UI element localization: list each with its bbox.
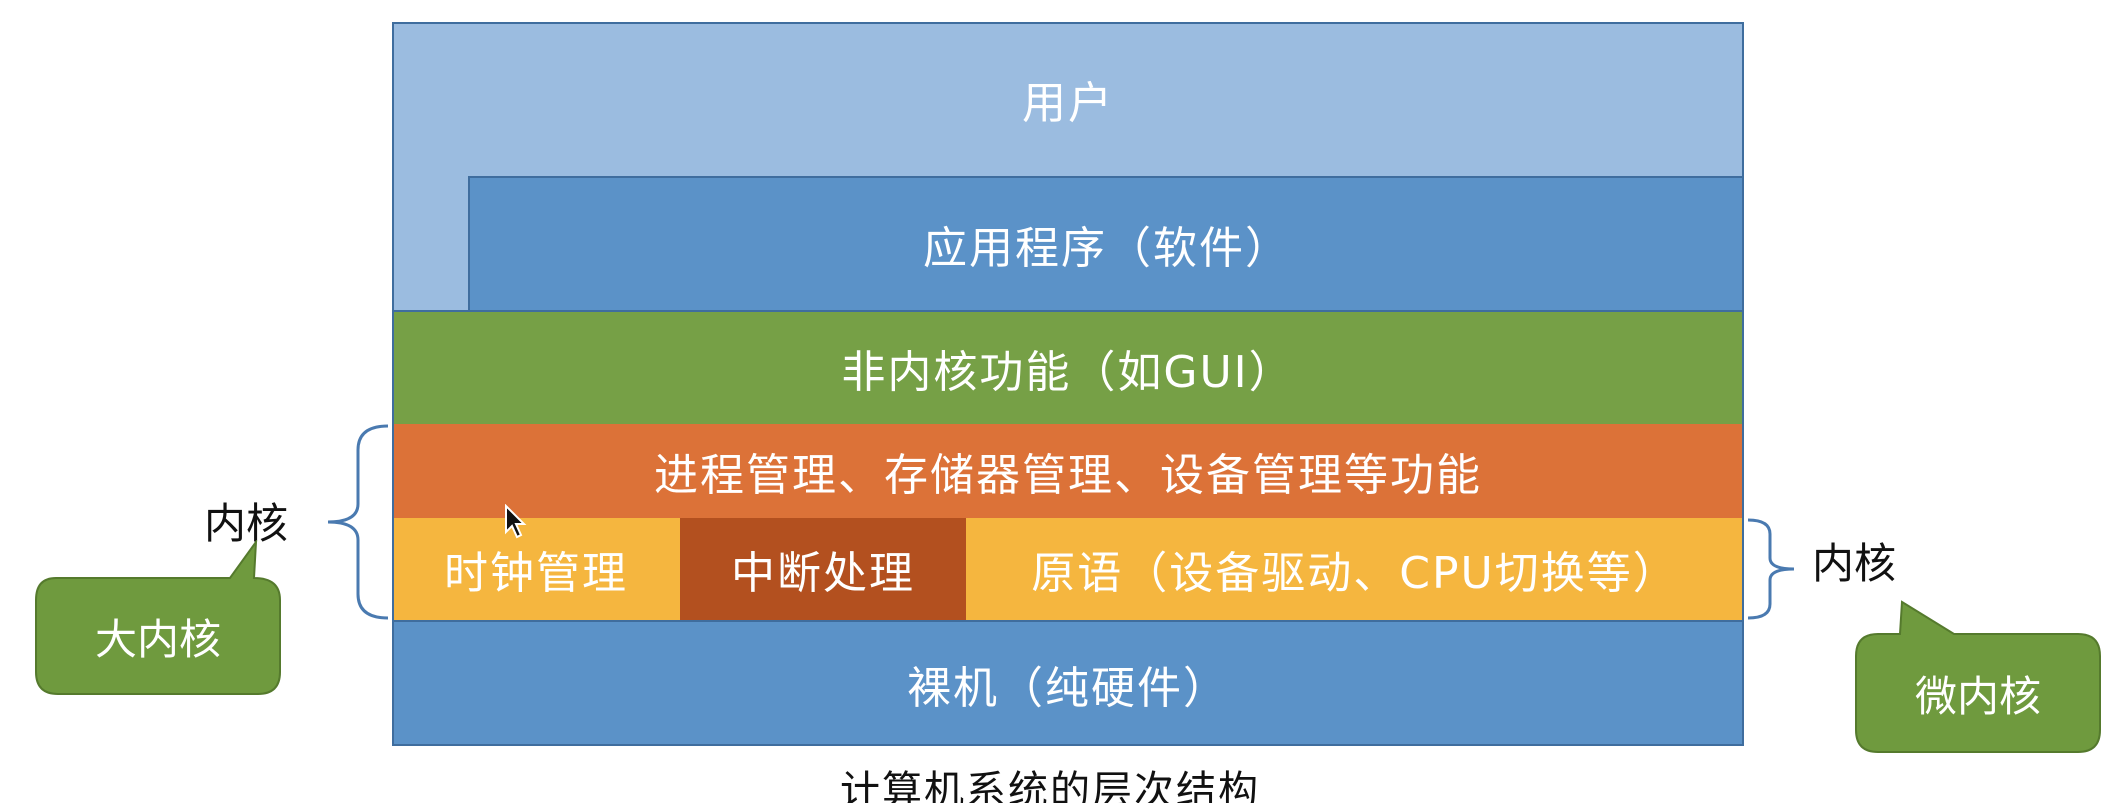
right-kernel-label: 内核 [1812, 539, 1897, 588]
big-kernel-callout: 大内核 [94, 614, 221, 664]
layer-primitive-label: 原语（设备驱动、CPU切换等） [1031, 548, 1679, 599]
layer-application: 应用程序（软件） [468, 176, 1744, 310]
big-kernel-callout-shape [35, 540, 281, 695]
right-brace [1747, 518, 1795, 620]
layer-clock: 时钟管理 [392, 518, 680, 620]
layer-primitive: 原语（设备驱动、CPU切换等） [966, 518, 1744, 620]
layer-non-kernel: 非内核功能（如GUI） [392, 310, 1744, 424]
micro-kernel-callout-shape [1855, 600, 2101, 753]
layer-non-kernel-label: 非内核功能（如GUI） [841, 347, 1295, 398]
left-brace [327, 424, 389, 620]
layer-process-management-label: 进程管理、存储器管理、设备管理等功能 [654, 450, 1482, 501]
diagram-caption: 计算机系统的层次结构 [840, 768, 1260, 803]
layer-application-label: 应用程序（软件） [923, 223, 1291, 274]
layer-bare-machine: 裸机（纯硬件） [392, 620, 1744, 746]
layer-user-side [392, 176, 468, 310]
layer-interrupt-label: 中断处理 [731, 548, 915, 599]
mouse-cursor-icon [505, 504, 527, 539]
layer-clock-label: 时钟管理 [444, 548, 628, 599]
layer-user: 用户 [392, 22, 1744, 176]
micro-kernel-callout: 微内核 [1914, 671, 2041, 721]
left-kernel-label: 内核 [204, 499, 289, 548]
layer-user-label: 用户 [1022, 78, 1114, 129]
layer-interrupt: 中断处理 [680, 518, 966, 620]
layer-process-management: 进程管理、存储器管理、设备管理等功能 [392, 424, 1744, 518]
layer-bare-machine-label: 裸机（纯硬件） [907, 663, 1229, 714]
